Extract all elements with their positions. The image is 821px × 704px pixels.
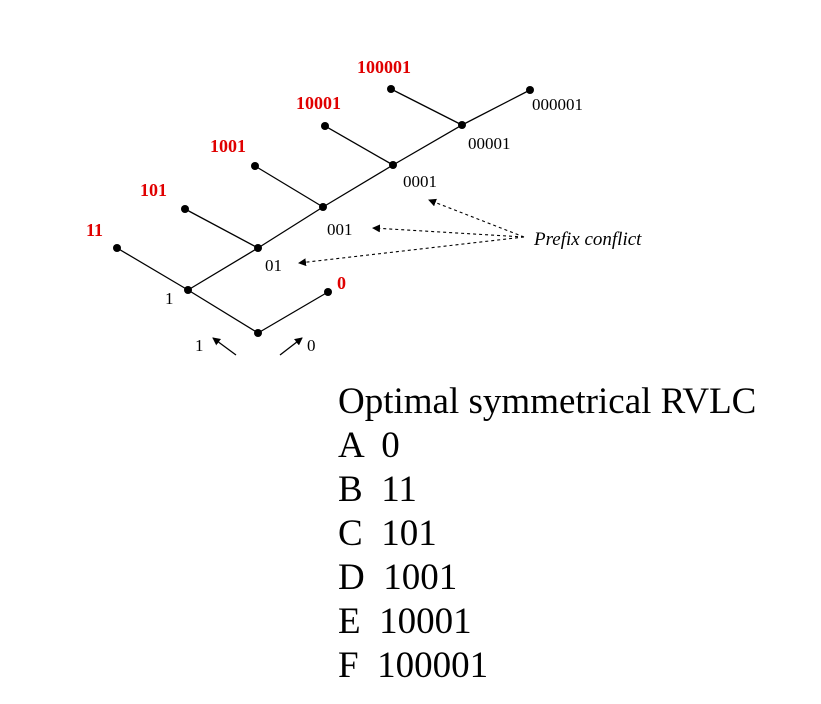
leaf-10001 [321,122,329,130]
node-1 [184,286,192,294]
symbol: E [338,601,361,642]
node-00001 [458,121,466,129]
codeword-label-101: 101 [140,180,167,200]
node-001 [319,203,327,211]
code: 10001 [379,601,472,642]
codebook-entry-e: E 10001 [338,600,756,644]
leaf-1001 [251,162,259,170]
symbol: A [338,425,363,466]
codebook-entry-f: F 100001 [338,644,756,688]
leaf-11 [113,244,121,252]
arrow-branch-1 [212,337,237,356]
arrow-branch-0 [279,337,303,356]
codebook-title: Optimal symmetrical RVLC [338,381,757,422]
codeword-label-10001: 10001 [296,93,341,113]
node-label-01: 01 [265,256,282,275]
branch-label-1: 1 [195,336,204,355]
prefix-conflict-arrows [298,198,525,267]
prefix-conflict-label: Prefix conflict [533,229,642,250]
node-label-1: 1 [165,289,174,308]
node-label-0001: 0001 [403,172,437,191]
tree-nodes [113,85,534,337]
symbol: F [338,645,359,686]
code: 0 [381,425,400,466]
codebook-entry-b: B 11 [338,468,756,512]
leaf-000001 [526,86,534,94]
codeword-label-100001: 100001 [357,57,411,77]
root-node [254,329,262,337]
symbol: D [338,557,365,598]
symbol: C [338,513,363,554]
codeword-label-1001: 1001 [210,136,246,156]
code: 11 [381,469,417,510]
codeword-label-11: 11 [86,220,103,240]
codebook-entry-d: D 1001 [338,556,756,600]
code: 1001 [383,557,458,598]
rvlc-code-tree: 1 0 1 01 001 0001 00001 000001 0 11 101 … [86,57,642,356]
leaf-101 [181,205,189,213]
codebook-entry-a: A 0 [338,424,756,468]
codebook: Optimal symmetrical RVLC A 0 B 11 C 101 … [338,380,756,688]
code: 100001 [377,645,489,686]
leaf-100001 [387,85,395,93]
tree-edges [116,88,531,334]
node-0001 [389,161,397,169]
symbol: B [338,469,363,510]
node-label-000001: 000001 [532,95,583,114]
code: 101 [381,513,437,554]
codeword-label-0: 0 [337,273,346,293]
branch-label-0: 0 [307,336,316,355]
node-label-00001: 00001 [468,134,511,153]
leaf-0 [324,288,332,296]
node-01 [254,244,262,252]
codebook-entry-c: C 101 [338,512,756,556]
node-label-001: 001 [327,220,353,239]
